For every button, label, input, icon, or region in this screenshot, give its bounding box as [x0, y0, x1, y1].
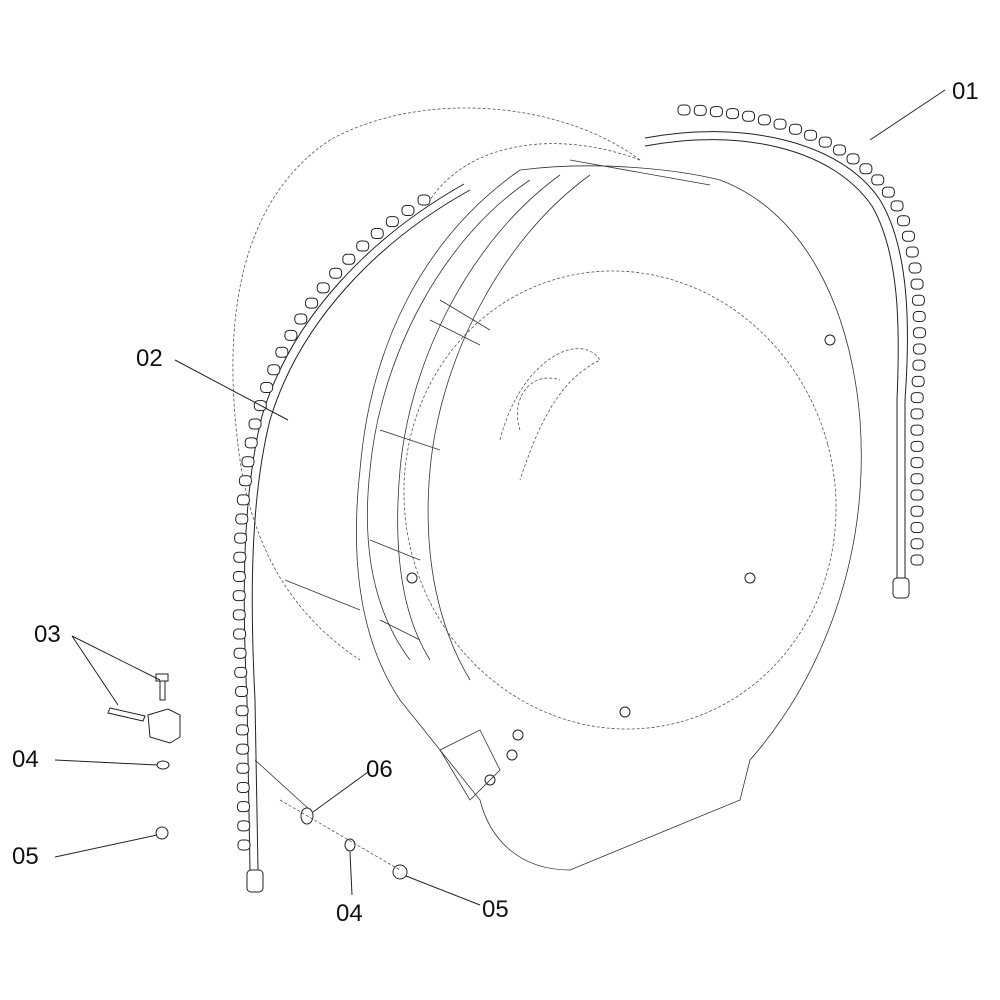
nozzle — [818, 136, 832, 148]
nozzle — [232, 590, 246, 602]
nozzle — [709, 106, 723, 118]
nozzle — [804, 129, 818, 141]
nozzle — [234, 666, 248, 678]
nozzle — [370, 228, 384, 240]
nozzle — [910, 424, 924, 436]
nozzle — [910, 278, 924, 290]
nozzle — [910, 554, 924, 566]
nozzle — [267, 364, 281, 376]
nozzle — [910, 473, 924, 485]
nozzle — [910, 538, 924, 550]
nozzle — [235, 686, 249, 698]
nozzle — [248, 418, 262, 430]
nozzle — [846, 153, 860, 165]
drum-ring — [367, 174, 591, 681]
callout-04-lower: 04 — [336, 900, 363, 927]
nozzle — [757, 114, 771, 126]
callout-04: 04 — [12, 746, 39, 773]
nozzle — [232, 570, 246, 582]
nozzle — [912, 310, 926, 322]
nozzle — [237, 839, 251, 851]
nozzle — [859, 163, 873, 175]
nozzle — [241, 456, 255, 468]
nozzle — [235, 705, 249, 717]
part-02-nozzle-tube — [232, 183, 471, 893]
nozzle — [417, 194, 431, 206]
nozzle — [233, 551, 247, 563]
nozzle — [693, 104, 707, 116]
front-panel — [356, 159, 862, 871]
nozzle — [773, 118, 787, 130]
part-04-washers — [156, 760, 356, 852]
leader-lines — [54, 89, 946, 906]
nozzle — [294, 313, 308, 325]
callout-06: 06 — [366, 756, 393, 783]
nozzle — [275, 346, 289, 358]
nozzle — [910, 489, 924, 501]
nozzle — [401, 204, 415, 216]
nozzle — [881, 186, 895, 198]
nozzle — [890, 200, 904, 212]
nozzle — [316, 282, 330, 294]
nozzle — [236, 743, 250, 755]
nozzle — [305, 297, 319, 309]
nozzle — [260, 381, 274, 393]
nozzle — [911, 294, 925, 306]
nozzle — [726, 108, 740, 120]
nozzle — [910, 440, 924, 452]
nozzle — [342, 253, 356, 265]
nozzle — [329, 267, 343, 279]
panel-bolts — [406, 334, 836, 801]
nozzle — [910, 505, 924, 517]
nozzle — [742, 110, 756, 122]
nozzle — [236, 801, 250, 813]
nozzle — [236, 494, 250, 506]
nozzle — [244, 437, 258, 449]
nozzle — [910, 408, 924, 420]
nozzle — [901, 230, 915, 242]
nozzle — [910, 392, 924, 404]
nozzle — [896, 215, 910, 227]
nozzle — [232, 609, 246, 621]
nozzle — [234, 532, 248, 544]
drum-housing-outline — [232, 107, 641, 661]
nozzle — [871, 174, 885, 186]
nozzle — [912, 359, 926, 371]
callout-05-lower: 05 — [482, 896, 509, 923]
nozzle — [236, 781, 250, 793]
nozzle — [237, 820, 251, 832]
nozzle — [238, 475, 252, 487]
nozzle — [235, 724, 249, 736]
part-03-screws — [107, 673, 181, 744]
callout-01: 01 — [952, 78, 979, 105]
nozzle — [356, 240, 370, 252]
callout-05: 05 — [12, 843, 39, 870]
part-05-nuts — [155, 826, 408, 880]
nozzle — [788, 123, 802, 135]
nozzle — [905, 246, 919, 258]
callout-03: 03 — [34, 621, 61, 648]
nozzle — [912, 343, 926, 355]
nozzle — [284, 329, 298, 341]
nozzle — [911, 375, 925, 387]
nozzle — [908, 262, 922, 274]
part-01-nozzle-tube — [644, 104, 927, 599]
nozzle — [910, 522, 924, 534]
nozzle — [910, 457, 924, 469]
part-06-washer — [279, 799, 401, 871]
nozzle — [233, 647, 247, 659]
nozzle — [233, 628, 247, 640]
nozzle — [832, 144, 846, 156]
nozzle — [236, 762, 250, 774]
nozzle — [677, 104, 691, 116]
nozzle — [235, 513, 249, 525]
callout-02: 02 — [136, 345, 163, 372]
nozzle — [913, 327, 927, 339]
nozzle — [385, 216, 399, 228]
